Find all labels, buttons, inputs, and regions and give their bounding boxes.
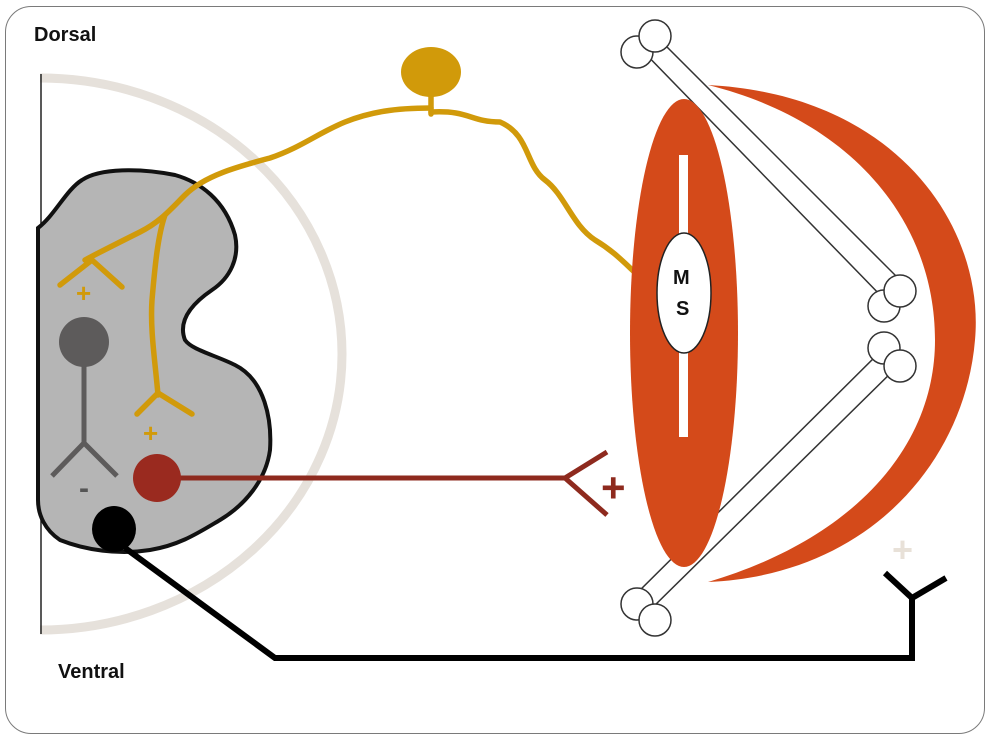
sign-sensory-interneuron: +: [76, 278, 92, 308]
spindle-label-m: M: [673, 267, 690, 289]
gamma-motor-neuron-body: [92, 506, 136, 552]
alpha-motor-neuron: [133, 449, 609, 517]
spinal-cord-outline: [39, 73, 347, 635]
muscle-spindle: [656, 232, 712, 354]
sign-sensory-motor: +: [143, 418, 159, 448]
ventral-label: Ventral: [58, 661, 125, 683]
sensory-axon-peripheral: [428, 109, 658, 293]
sensory-axon-central: [82, 105, 434, 263]
dorsal-label: Dorsal: [34, 24, 97, 46]
sign-gamma-spindle: +: [892, 529, 914, 570]
sign-interneuron-inhibitory: -: [79, 472, 89, 505]
spindle-label-s: S: [676, 298, 690, 320]
sensory-terminal-interneuron: [57, 257, 125, 290]
sign-motor-muscle: +: [601, 464, 626, 511]
sensory-neuron: [57, 93, 658, 417]
gamma-motor-neuron: [123, 545, 948, 661]
dorsal-root-ganglion: [401, 47, 461, 97]
sensory-terminal-motor: [134, 390, 195, 417]
interneuron: [50, 317, 119, 478]
sensory-branch-motor: [148, 212, 168, 398]
crescent-muscle: [708, 85, 976, 582]
